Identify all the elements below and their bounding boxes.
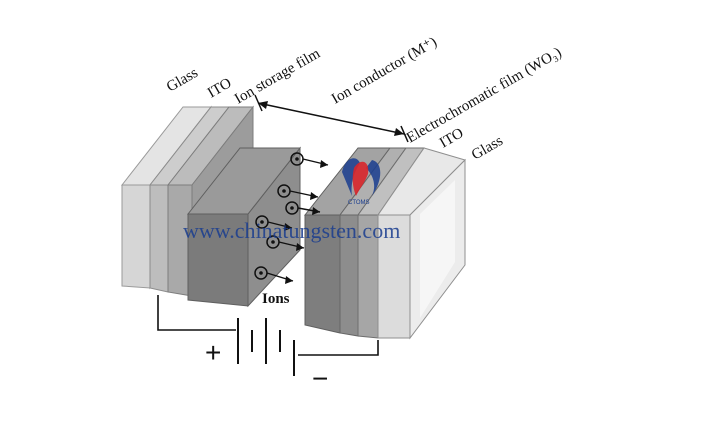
- ion: [254, 266, 294, 284]
- label-ions: Ions: [262, 291, 290, 307]
- ion: [290, 152, 329, 168]
- ion: [277, 184, 319, 200]
- right-glass-layer: [377, 147, 466, 340]
- label-glass-left: Glass: [164, 65, 201, 96]
- left-ito-layer: [148, 106, 231, 293]
- ion-conductor-span-arrow: [254, 94, 409, 143]
- battery-symbol: [237, 318, 295, 376]
- external-circuit: [157, 295, 379, 376]
- watermark-url: www.chinatungsten.com: [183, 218, 400, 243]
- label-ion-conductor: Ion conductor (M⁺): [329, 34, 440, 107]
- right-ito-layer: [357, 147, 425, 339]
- ion: [255, 215, 293, 231]
- right-stack: [303, 147, 466, 340]
- ion: [285, 201, 321, 215]
- logo-text: CTOMS: [348, 200, 370, 206]
- left-stack: [120, 105, 302, 308]
- label-glass-right: Glass: [469, 133, 506, 164]
- ion: [266, 235, 305, 251]
- plus-terminal-sign: +: [205, 337, 221, 368]
- minus-terminal-sign: −: [312, 363, 328, 394]
- label-ito-left: ITO: [205, 75, 235, 101]
- label-electrochromic-film: Electrochromatic film (WO₃): [404, 45, 564, 147]
- ctoms-logo-watermark: CTOMS: [342, 158, 381, 206]
- ions-group: [254, 152, 329, 284]
- label-ion-storage-film: Ion storage film: [232, 46, 323, 108]
